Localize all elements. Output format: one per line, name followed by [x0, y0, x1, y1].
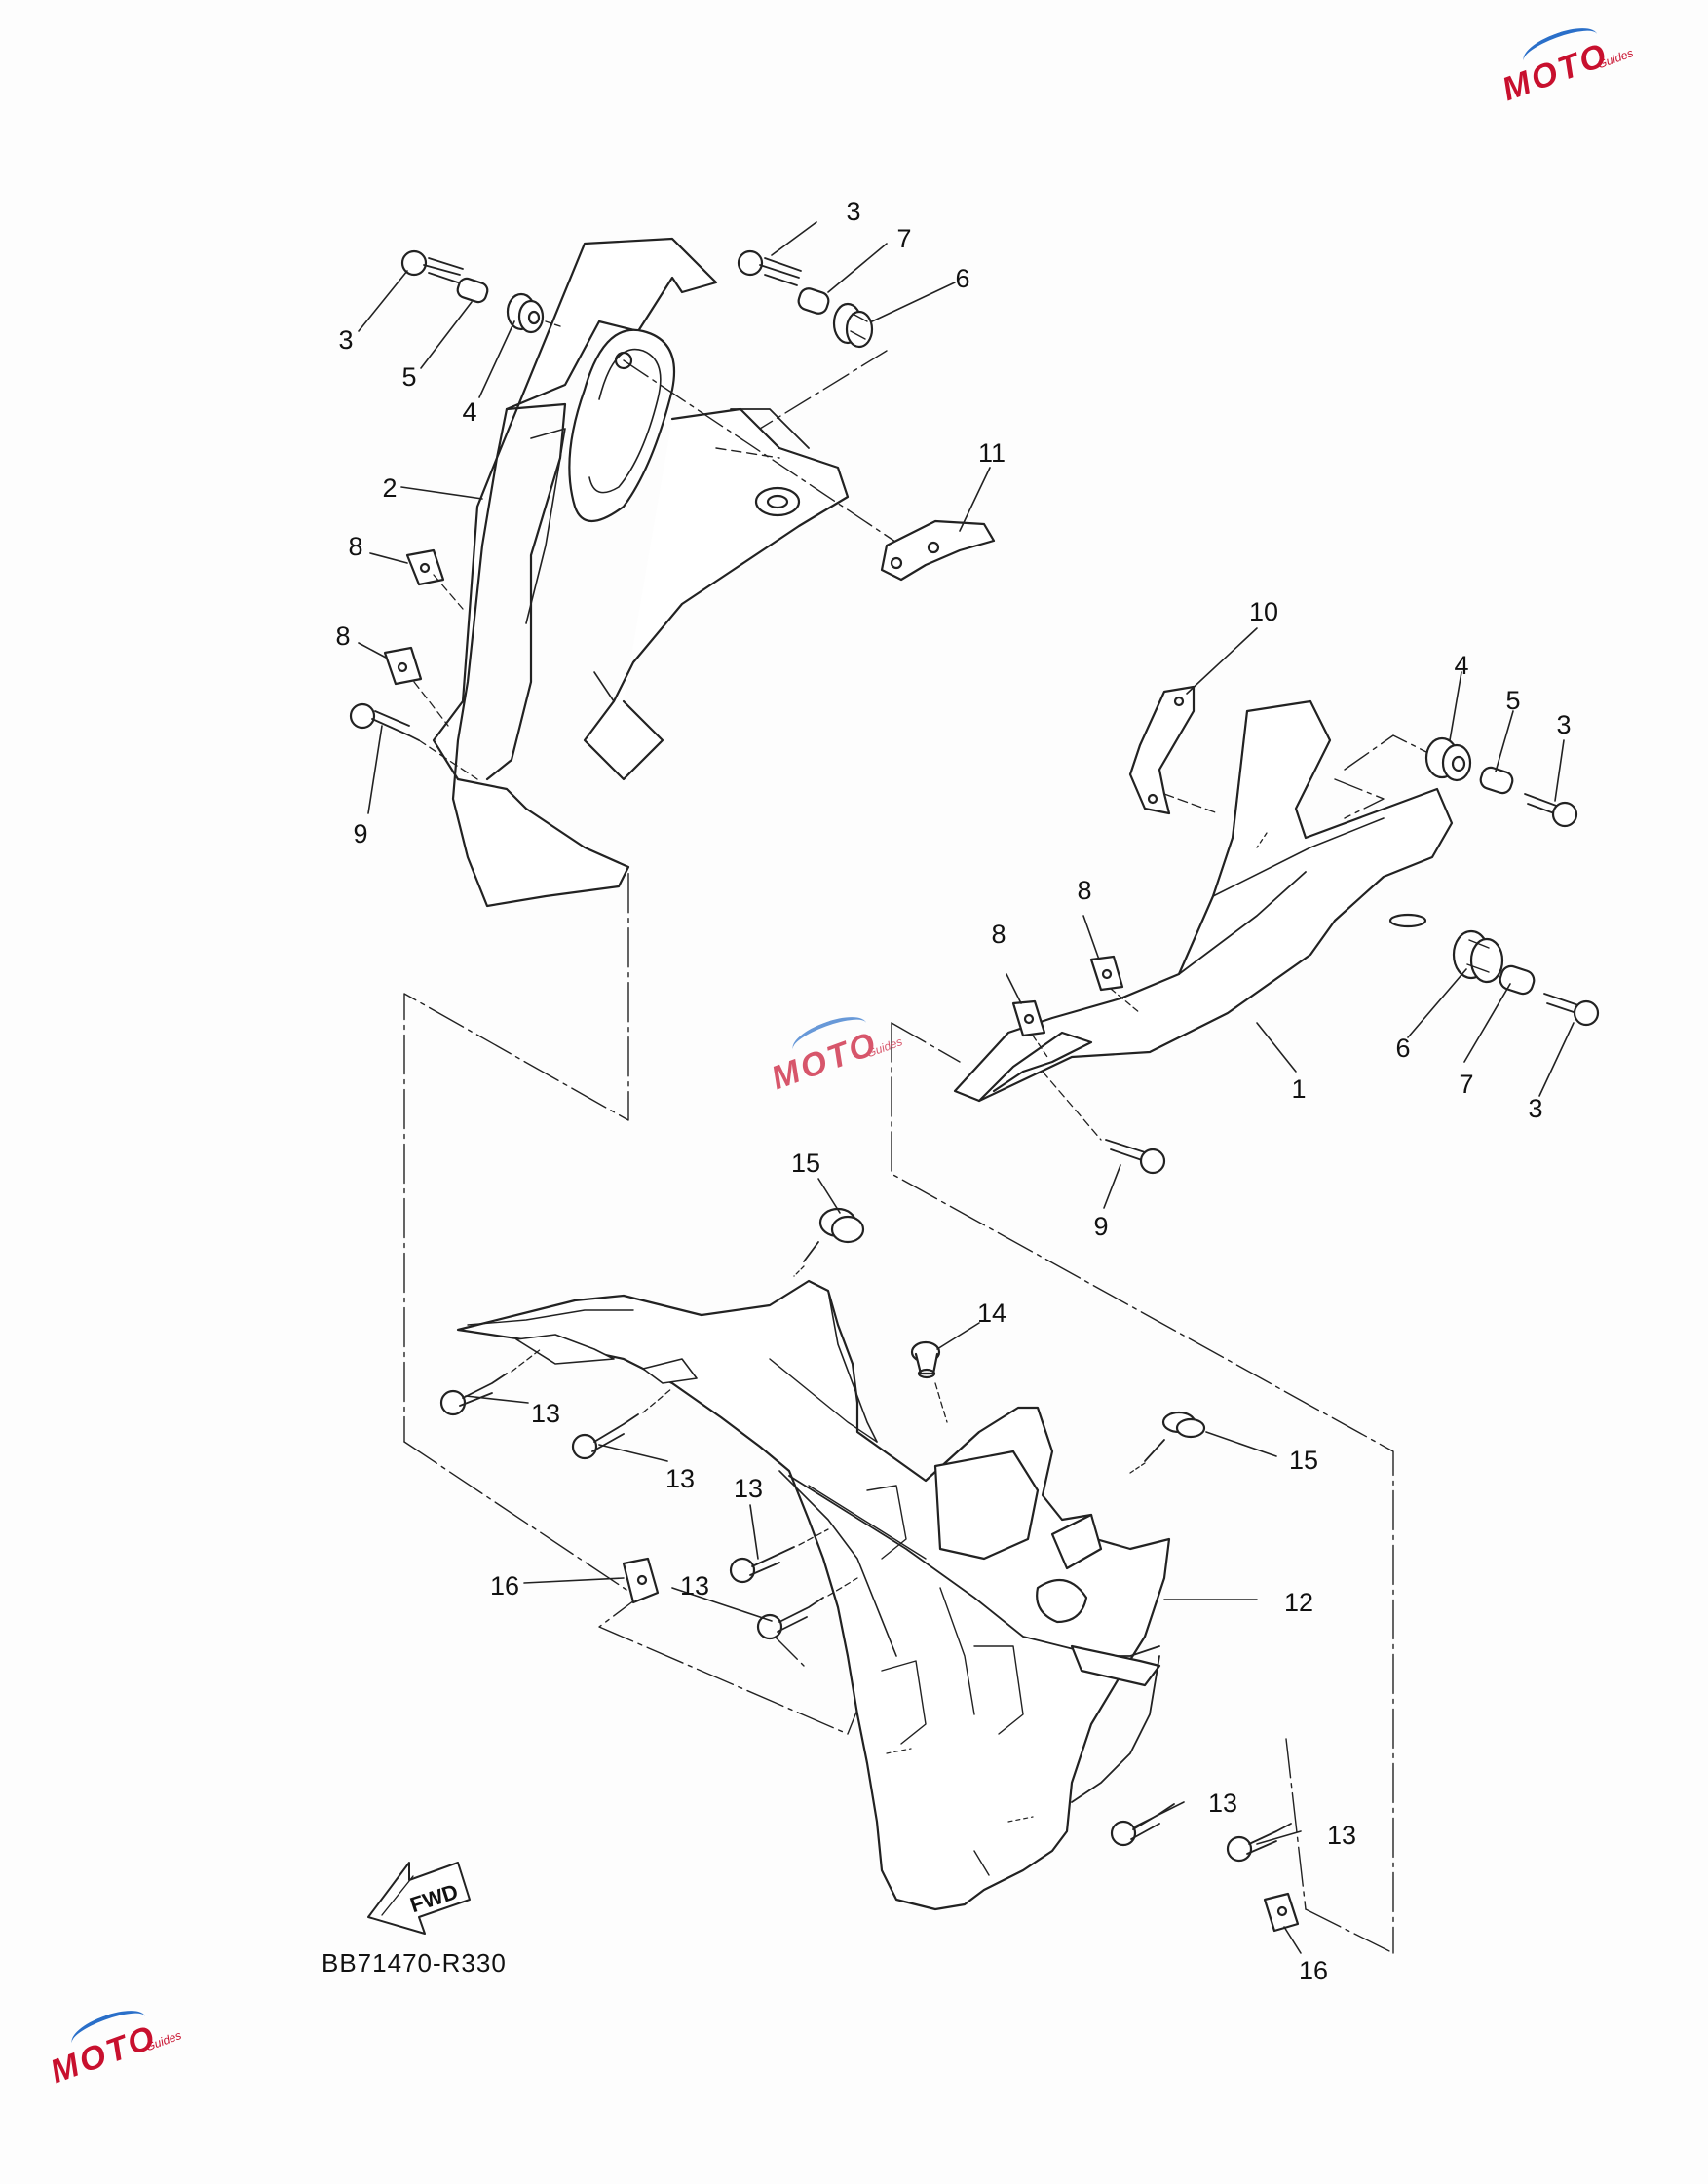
- callout-5-right: 5: [1505, 686, 1520, 715]
- side-cowling-right: [953, 699, 1454, 1103]
- assembly-lines-right: [891, 1022, 1394, 1954]
- callout-15-top: 15: [791, 1148, 820, 1178]
- callout-12: 12: [1284, 1588, 1313, 1617]
- fwd-arrow-icon: FWD: [367, 1862, 471, 1935]
- callout-13-f: 13: [1327, 1821, 1356, 1850]
- clip-icon-8c: [1011, 999, 1046, 1037]
- clip-icon-16a: [622, 1557, 660, 1604]
- callout-13-e: 13: [1208, 1789, 1237, 1818]
- upper-fastener-set: [737, 249, 888, 430]
- callout-16-right: 16: [1299, 1956, 1328, 1985]
- under-cowling: [456, 1279, 1171, 1911]
- side-cowling-left: [432, 237, 902, 908]
- bolt-icon-3-right-lower: [1543, 993, 1600, 1027]
- collar-icon-5-left: [456, 277, 489, 304]
- bolt-icon-3-left: [400, 249, 464, 283]
- callout-6-upper: 6: [955, 264, 969, 293]
- callout-13-d: 13: [680, 1571, 709, 1600]
- assembly-lines-left: [403, 847, 858, 1735]
- callout-2: 2: [382, 473, 397, 503]
- collar-icon-5-right: [1479, 766, 1514, 795]
- left-fastener-set: [400, 249, 561, 334]
- callout-10: 10: [1249, 597, 1278, 626]
- screw-icon-13d: [756, 1597, 824, 1640]
- bolt-icon-3-right-upper: [1524, 793, 1578, 828]
- callout-4-right: 4: [1454, 651, 1468, 680]
- callout-8-left-a: 8: [348, 532, 362, 561]
- callout-6-right: 6: [1395, 1034, 1410, 1063]
- callout-9-right: 9: [1093, 1212, 1108, 1241]
- collar-icon-7-right: [1499, 964, 1536, 996]
- grommet-icon-4-left: [506, 292, 545, 334]
- callout-13-c: 13: [734, 1474, 763, 1503]
- left-clips: [349, 548, 478, 780]
- grommet-icon-14: [910, 1340, 941, 1379]
- screw-icon-9-left: [349, 702, 420, 741]
- clips-16: [622, 1557, 1300, 1933]
- callout-4-left: 4: [462, 397, 476, 427]
- callout-3-left: 3: [338, 325, 353, 355]
- screw-icon-13f: [1226, 1823, 1292, 1863]
- grommet-icon-15-top: [818, 1207, 865, 1244]
- right-upper-fastener-set: [1334, 734, 1578, 828]
- callout-14: 14: [977, 1299, 1006, 1328]
- callout-7-upper: 7: [896, 224, 911, 253]
- screw-icon-13e: [1110, 1803, 1175, 1847]
- callout-labels: 3 5 4 2 8 8 9 3 7 6 11 10 4 5 3 8 8 6 7 …: [335, 197, 1571, 1985]
- screw-icon-9-right: [1105, 1139, 1166, 1175]
- callout-3-upper: 3: [846, 197, 860, 226]
- callout-7-right: 7: [1459, 1070, 1473, 1099]
- bolt-icon-3-upper: [737, 249, 802, 286]
- grommet-icon-15-right: [1161, 1411, 1206, 1439]
- clip-icon-8d: [1089, 955, 1124, 992]
- screw-icon-13c: [729, 1546, 795, 1584]
- screws-13: [439, 1348, 1292, 1863]
- callout-5-left: 5: [401, 362, 416, 392]
- grommet-icon-6-upper: [832, 302, 874, 349]
- callout-16-left: 16: [490, 1571, 519, 1600]
- screw-icon-13b: [571, 1413, 639, 1460]
- bracket-11: [880, 519, 996, 582]
- clip-icon-16b: [1263, 1892, 1300, 1933]
- callout-15-right: 15: [1289, 1446, 1318, 1475]
- callout-13-a: 13: [531, 1399, 560, 1428]
- callout-11: 11: [978, 438, 1006, 468]
- callout-3-right-upper: 3: [1556, 710, 1571, 739]
- callout-3-right-lower: 3: [1528, 1094, 1542, 1123]
- lower-grommets: [793, 1207, 1206, 1474]
- callout-9-left: 9: [353, 819, 367, 848]
- leader-lines: [358, 221, 1575, 1954]
- callout-1: 1: [1291, 1074, 1306, 1104]
- right-clips: [1011, 955, 1166, 1175]
- right-lower-fastener-set: [1452, 929, 1600, 1027]
- clip-icon-8b: [383, 646, 423, 686]
- diagram-part-code: BB71470-R330: [322, 1948, 507, 1977]
- callout-8-right-a: 8: [1077, 876, 1091, 905]
- collar-icon-7: [797, 287, 830, 315]
- grommet-icon-6-right: [1452, 929, 1504, 984]
- callout-8-left-b: 8: [335, 621, 350, 651]
- screw-icon-13a: [439, 1373, 508, 1416]
- grommet-icon-4-right: [1424, 736, 1472, 782]
- callout-13-b: 13: [665, 1464, 695, 1493]
- bracket-10: [1128, 685, 1219, 815]
- callout-8-right-b: 8: [991, 920, 1006, 949]
